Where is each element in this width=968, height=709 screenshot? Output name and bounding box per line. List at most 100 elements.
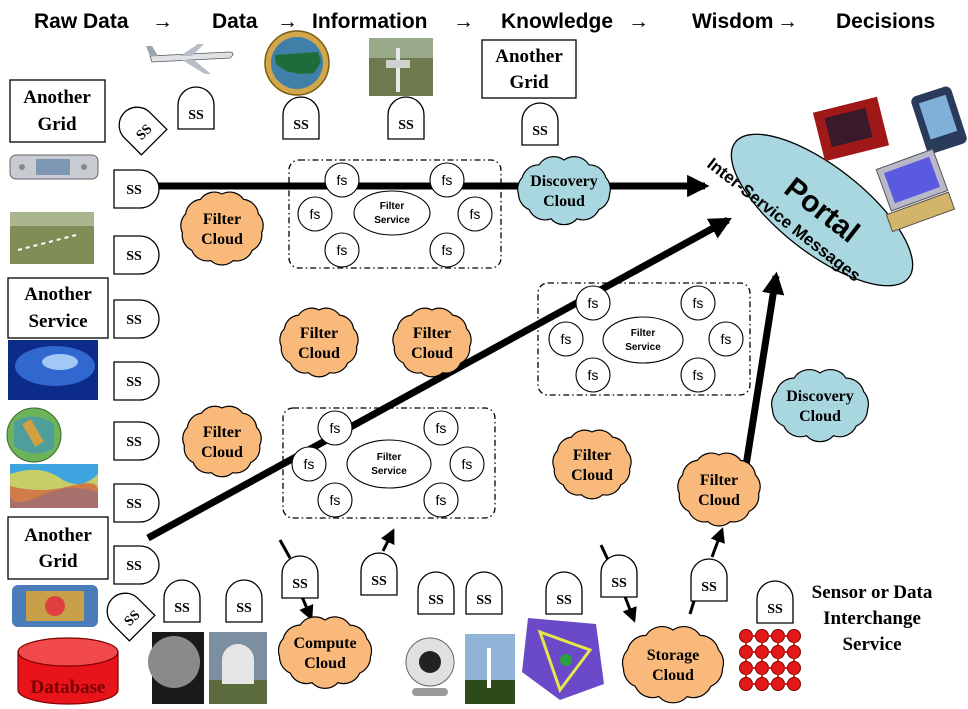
another-grid-box-top: Another Grid <box>481 39 577 99</box>
compute-cloud-label: Cloud <box>304 655 346 672</box>
ss-node[interactable]: SS <box>113 421 160 461</box>
filter-cloud-label: Filter <box>700 472 738 489</box>
compute-cloud-label: Compute <box>293 635 356 652</box>
ss-node[interactable]: SS <box>113 169 160 209</box>
ss-node[interactable]: SS <box>113 545 160 585</box>
ss-node[interactable]: SS <box>113 299 160 339</box>
another-grid-box-left: Another Grid <box>9 79 106 143</box>
weather-map-icon <box>10 464 99 508</box>
filter-cloud-label: Cloud <box>698 492 740 509</box>
svg-text:fs: fs <box>337 242 348 258</box>
ss-node[interactable]: SS <box>360 552 398 596</box>
ss-label: SS <box>767 602 783 617</box>
ss-node[interactable]: SS <box>112 100 168 156</box>
fs-node: fs <box>575 357 611 393</box>
ss-node[interactable]: SS <box>113 361 160 401</box>
ss-node[interactable]: SS <box>465 571 503 615</box>
svg-text:Another: Another <box>24 525 92 546</box>
fs-node: fs <box>575 285 611 321</box>
svg-text:fs: fs <box>310 206 321 222</box>
ss-label: SS <box>188 108 204 123</box>
svg-text:Grid: Grid <box>38 551 77 572</box>
fs-node: fs <box>680 285 716 321</box>
filter-service-group-3: Filter Service fs fs fs fs fs fs <box>282 407 496 519</box>
svg-text:Service: Service <box>28 311 87 332</box>
ss-label: SS <box>126 249 142 264</box>
from-storage-arrow-b <box>710 527 725 558</box>
header-arrow-3: → <box>453 10 474 33</box>
moon-photo <box>148 632 204 704</box>
svg-text:fs: fs <box>462 456 473 472</box>
svg-text:fs: fs <box>442 242 453 258</box>
header-information: Information <box>312 10 428 33</box>
ss-label: SS <box>126 183 142 198</box>
fs-node: fs <box>429 162 465 198</box>
to-ss-arrow-2 <box>599 544 610 561</box>
ss-node[interactable]: SS <box>756 580 794 624</box>
ss-label: SS <box>428 593 444 608</box>
pda-icon <box>911 86 967 154</box>
ss-label: SS <box>126 375 142 390</box>
database-icon[interactable]: Database <box>17 637 119 705</box>
storage-cloud-label: Storage <box>647 647 699 664</box>
clouds-layer: FilterCloudFilterCloudFilterCloudFilterC… <box>180 156 869 704</box>
svg-text:fs: fs <box>442 172 453 188</box>
filter-service-group-1: Filter Service fs fs fs fs fs fs <box>288 159 502 269</box>
ss-label: SS <box>292 577 308 592</box>
cellphone-icon <box>9 154 99 180</box>
svg-text:fs: fs <box>693 367 704 383</box>
ss-node[interactable]: SS <box>177 86 215 130</box>
ss-node[interactable]: SS <box>521 102 559 146</box>
fs-node: fs <box>548 321 584 357</box>
storage-cloud-label: Cloud <box>652 667 694 684</box>
ss-node[interactable]: SS <box>600 554 638 598</box>
fs-node: fs <box>449 446 485 482</box>
svg-text:Another: Another <box>24 284 92 305</box>
ss-node[interactable]: SS <box>100 586 156 642</box>
svg-text:Another: Another <box>23 87 91 108</box>
ss-node[interactable]: SS <box>690 558 728 602</box>
svg-text:fs: fs <box>436 492 447 508</box>
svg-text:fs: fs <box>330 492 341 508</box>
filter-service-core <box>346 439 432 489</box>
filter-cloud-label: Filter <box>573 447 611 464</box>
sensor-grid-icon <box>739 629 801 691</box>
ss-node[interactable]: SS <box>113 235 160 275</box>
ss-node[interactable]: SS <box>282 96 320 140</box>
to-storage-arrow <box>622 593 637 623</box>
discovery-cloud-label: Cloud <box>799 408 841 425</box>
filter-cloud-label: Cloud <box>201 444 243 461</box>
svg-text:fs: fs <box>693 295 704 311</box>
ss-node[interactable]: SS <box>387 96 425 140</box>
ss-node[interactable]: SS <box>545 571 583 615</box>
ss-node[interactable]: SS <box>163 579 201 623</box>
ss-label: SS <box>174 601 190 616</box>
ss-label: SS <box>126 497 142 512</box>
ss-node[interactable]: SS <box>417 571 455 615</box>
filter-service-boundary <box>288 159 502 269</box>
filter-service-label-1: Filter <box>377 452 402 463</box>
ss-node[interactable]: SS <box>113 483 160 523</box>
another-service-box: Another Service <box>7 277 109 339</box>
header-wisdom: Wisdom <box>692 10 773 33</box>
filter-service-boundary <box>537 282 751 396</box>
from-compute-arrow-b <box>380 528 395 552</box>
portal[interactable]: Portal <box>709 108 935 311</box>
another-grid-box-bottom: Another Grid <box>7 516 109 580</box>
ss-node[interactable]: SS <box>281 555 319 599</box>
us-map-icon <box>264 30 330 96</box>
ss-node[interactable]: SS <box>225 579 263 623</box>
ss-label: SS <box>126 435 142 450</box>
